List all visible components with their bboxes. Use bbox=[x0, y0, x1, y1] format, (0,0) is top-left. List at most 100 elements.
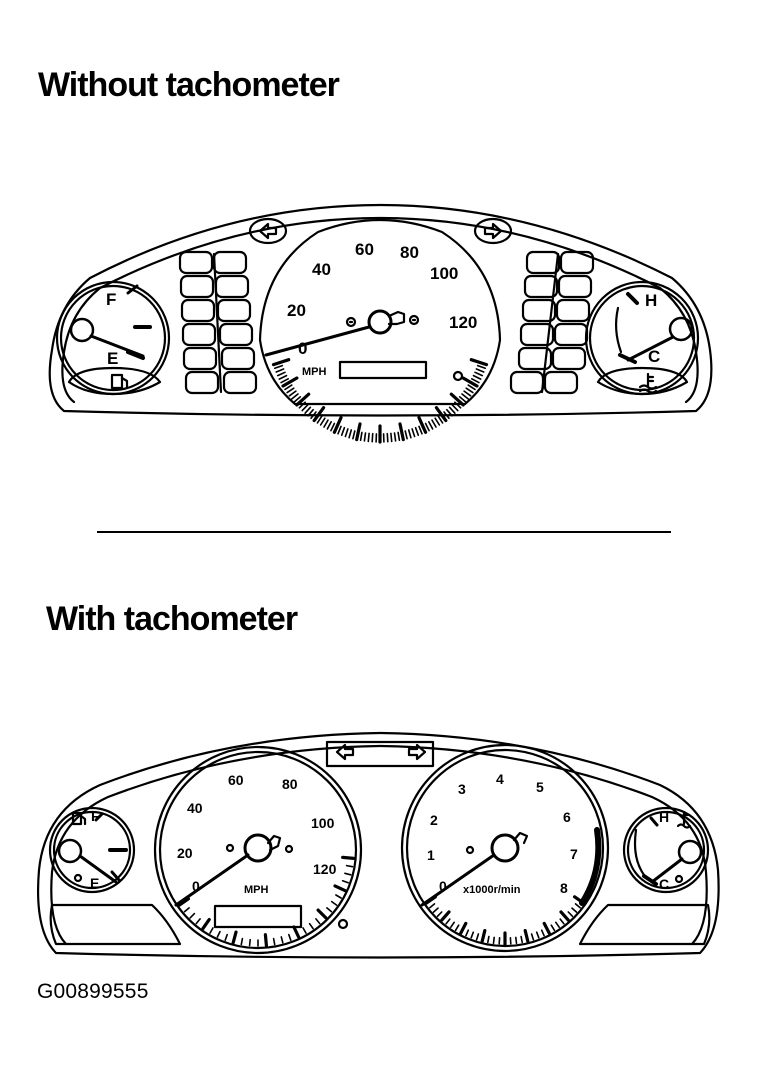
tach-label-5: 5 bbox=[536, 779, 544, 795]
gauge-tick bbox=[431, 419, 437, 428]
gauge-tick bbox=[330, 422, 336, 432]
gauge-tick bbox=[386, 432, 389, 443]
gauge-tick bbox=[480, 928, 487, 943]
gauge-tick bbox=[345, 864, 354, 868]
gauge-tick bbox=[470, 377, 480, 384]
gauge-tick bbox=[302, 927, 307, 934]
gauge-tick bbox=[359, 431, 363, 442]
temp-hot-label: H bbox=[659, 809, 669, 825]
gauge-tick bbox=[454, 924, 460, 932]
gauge-tick bbox=[567, 911, 574, 918]
speedo-label-60: 60 bbox=[355, 240, 374, 259]
gauge-tick bbox=[427, 420, 434, 430]
gauge-tick bbox=[404, 430, 408, 440]
gauge-tick bbox=[407, 429, 412, 439]
gauge-tick bbox=[332, 416, 343, 434]
gauge-tick bbox=[315, 918, 321, 925]
gauge-tick bbox=[492, 936, 496, 945]
gauge-tick bbox=[453, 401, 462, 409]
gauge-tick bbox=[312, 406, 326, 423]
speedo-label-20: 20 bbox=[287, 301, 306, 320]
gauge-tick bbox=[292, 925, 301, 939]
speedo-label-60: 60 bbox=[228, 772, 244, 788]
cluster1-right-indicator-grid bbox=[509, 250, 595, 395]
gauge-tick bbox=[273, 364, 284, 370]
gauge-tick bbox=[248, 938, 251, 947]
gauge-tick bbox=[201, 917, 211, 931]
gauge-tick bbox=[316, 908, 328, 920]
gauge-tick bbox=[333, 884, 347, 893]
gauge-tick bbox=[475, 368, 485, 373]
gauge-tick bbox=[434, 417, 441, 426]
gauge-tick bbox=[301, 403, 309, 412]
gauge-tick bbox=[352, 430, 356, 440]
gauge-tick bbox=[470, 931, 475, 939]
gauge-tick bbox=[465, 929, 470, 937]
gauge-tick bbox=[271, 358, 291, 367]
gauge-tick bbox=[440, 910, 451, 922]
gauge-tick bbox=[348, 429, 353, 439]
turn-right-arrow-icon bbox=[473, 217, 513, 245]
tach-label-6: 6 bbox=[563, 809, 571, 825]
cluster1-temp-gauge bbox=[584, 280, 700, 396]
tach-unit-label: x1000r/min bbox=[463, 884, 521, 896]
gauge-tick bbox=[398, 422, 405, 442]
gauge-tick bbox=[424, 422, 430, 432]
gauge-tick bbox=[304, 406, 312, 415]
tach-label-7: 7 bbox=[570, 846, 578, 862]
speedo-label-120: 120 bbox=[449, 313, 477, 332]
gauge-tick bbox=[554, 921, 561, 929]
gauge-tick bbox=[326, 420, 333, 430]
gauge-tick bbox=[414, 426, 420, 437]
gauge-tick bbox=[216, 930, 221, 938]
gauge-tick bbox=[344, 428, 349, 438]
gauge-tick bbox=[335, 894, 342, 899]
speedo-label-0: 0 bbox=[192, 878, 200, 894]
cluster1-left-indicator-grid bbox=[178, 250, 258, 395]
coolant-temp-icon bbox=[676, 810, 692, 829]
cluster2-tachometer bbox=[400, 743, 610, 953]
gauge-tick bbox=[367, 432, 370, 443]
gauge-tick bbox=[310, 411, 317, 420]
gauge-tick bbox=[461, 393, 470, 400]
gauge-tick bbox=[530, 933, 535, 941]
gauge-tick bbox=[448, 406, 456, 415]
fuel-pump-icon bbox=[110, 373, 129, 390]
heading-without-tachometer: Without tachometer bbox=[38, 66, 340, 104]
gauge-tick bbox=[571, 907, 578, 913]
gauge-tick bbox=[540, 929, 545, 937]
cluster2-left-warning-panel bbox=[49, 903, 182, 946]
gauge-tick bbox=[344, 872, 352, 876]
gauge-tick bbox=[476, 364, 487, 370]
turn-left-arrow-icon bbox=[335, 743, 355, 761]
gauge-tick bbox=[463, 390, 472, 397]
tach-label-4: 4 bbox=[496, 771, 504, 787]
gauge-tick bbox=[341, 855, 356, 861]
cluster1-labels: F E H C 0 20 40 60 80 100 120 MPH bbox=[106, 240, 660, 378]
gauge-tick bbox=[418, 425, 423, 435]
speedo-unit-label: MPH bbox=[244, 884, 269, 896]
cluster1-speedometer bbox=[258, 218, 502, 444]
gauge-tick bbox=[434, 406, 448, 423]
gauge-tick bbox=[276, 371, 286, 377]
fuel-full-label: F bbox=[91, 808, 100, 824]
fuel-empty-label: E bbox=[107, 349, 118, 368]
gauge-tick bbox=[559, 910, 570, 922]
tach-label-2: 2 bbox=[430, 812, 438, 828]
cluster1-odometer-display bbox=[338, 360, 428, 380]
gauge-tick bbox=[417, 416, 428, 434]
gauge-tick bbox=[340, 426, 346, 437]
tach-label-8: 8 bbox=[560, 880, 568, 896]
gauge-tick bbox=[459, 921, 468, 935]
gauge-tick bbox=[278, 374, 288, 380]
gauge-tick bbox=[443, 411, 450, 420]
tach-label-1: 1 bbox=[427, 847, 435, 863]
gauge-tick bbox=[467, 384, 476, 391]
speedo-label-20: 20 bbox=[177, 845, 193, 861]
gauge-tick bbox=[535, 931, 540, 939]
figure-id: G00899555 bbox=[37, 980, 149, 1003]
speedo-label-40: 40 bbox=[312, 260, 331, 279]
gauge-tick bbox=[445, 408, 453, 417]
gauge-tick bbox=[286, 387, 295, 394]
